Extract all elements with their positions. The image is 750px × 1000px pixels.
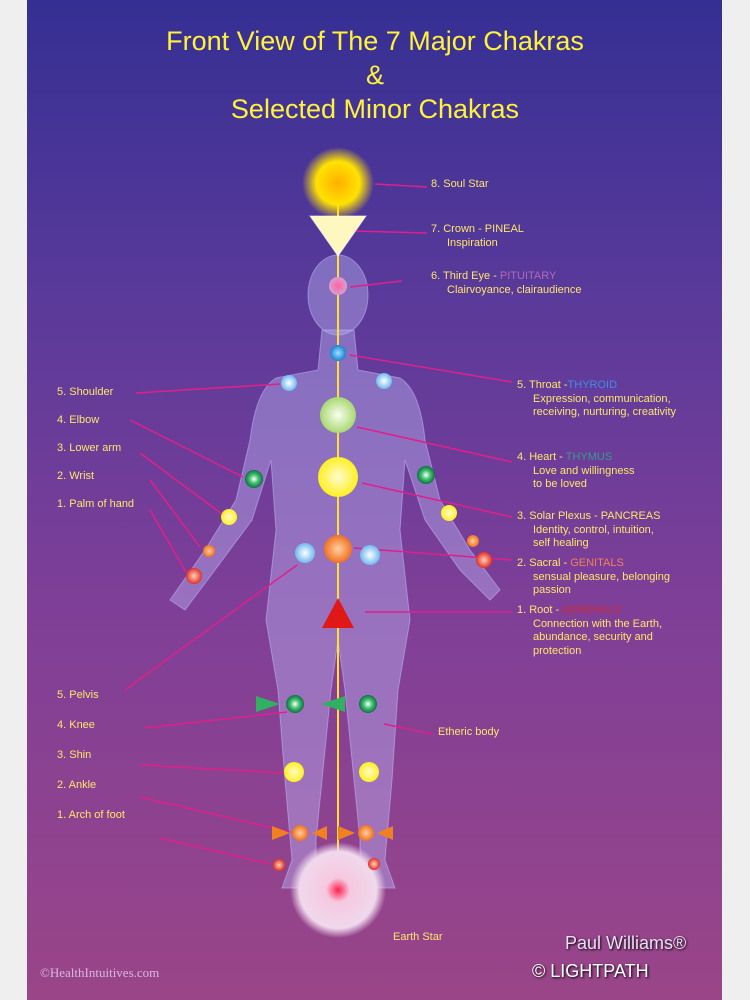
gland-name: PINEAL: [484, 223, 524, 235]
sacral-chakra: [324, 535, 352, 563]
chakra-description: Love and willingness: [533, 464, 635, 477]
poster: [27, 0, 722, 1000]
chakra-description: sensual pleasure, belonging: [533, 570, 670, 583]
chakra-description: Expression, communication,: [533, 392, 671, 405]
gland-name: PITUITARY: [499, 270, 557, 282]
minor-label-lower-arm: 3. Lower arm: [57, 442, 122, 454]
earth-star-label: Earth Star: [393, 931, 443, 943]
chakra-name: 1. Root -: [517, 604, 562, 616]
chakra-description: receiving, nurturing, creativity: [533, 406, 677, 418]
gland-name: PANCREAS: [600, 510, 661, 522]
chakra-description: Identity, control, intuition,: [533, 523, 654, 536]
chakra-description: to be loved: [533, 478, 587, 490]
chakra-description: protection: [533, 644, 582, 657]
chakra-description: abundance, security and: [533, 631, 653, 643]
gland-name: GENITALS: [570, 557, 624, 569]
minor-label-arch-of-foot: 1. Arch of foot: [57, 809, 125, 821]
gland-name: ADRENALS: [561, 604, 621, 616]
chakra-name: 4. Heart -: [517, 451, 566, 463]
title-line-1: Front View of The 7 Major Chakras: [166, 26, 584, 56]
chakra-name: 7. Crown -: [431, 223, 485, 235]
chakra-description: passion: [533, 584, 571, 596]
heart-chakra: [320, 397, 356, 433]
health-intuitives-logo: ©HealthIntuitives.com: [40, 965, 160, 980]
chakra-description: Inspiration: [447, 236, 498, 249]
chakra-name: 8. Soul Star: [431, 178, 489, 190]
title-line-2: &: [365, 60, 384, 90]
throat-chakra: [330, 345, 346, 361]
minor-label-knee: 4. Knee: [57, 719, 95, 731]
paul-williams-watermark: Paul Williams®: [565, 933, 687, 953]
major-chakra-label: 8. Soul Star: [431, 178, 488, 192]
chakra-name: 6. Third Eye -: [431, 270, 500, 282]
etheric-body-label: Etheric body: [438, 726, 500, 738]
minor-label-wrist: 2. Wrist: [57, 470, 95, 482]
minor-label-shin: 3. Shin: [57, 749, 92, 761]
minor-label-shoulder: 5. Shoulder: [57, 386, 114, 398]
gland-name: THYROID: [567, 379, 618, 391]
pointer-lines: [124, 183, 513, 865]
solar-plexus-chakra: [318, 457, 358, 497]
chakra-description: Clairvoyance, clairaudience: [447, 283, 582, 296]
third-eye-chakra: [329, 277, 347, 295]
gland-name: THYMUS: [565, 451, 613, 463]
minor-label-pelvis: 5. Pelvis: [57, 689, 99, 701]
chakra-description: self healing: [533, 537, 589, 549]
title-line-3: Selected Minor Chakras: [230, 94, 520, 124]
minor-chakras: [186, 373, 492, 871]
chakra-name: 3. Solar Plexus -: [517, 510, 601, 522]
minor-label-elbow: 4. Elbow: [57, 414, 100, 426]
crown-chakra-funnel: [309, 215, 367, 257]
soul-star-chakra: [302, 147, 374, 219]
earth-star-chakra: [290, 842, 386, 938]
chakra-name: 2. Sacral -: [517, 557, 571, 569]
minor-label-ankle: 2. Ankle: [57, 779, 97, 791]
root-chakra-triangle: [322, 598, 354, 628]
minor-label-palm: 1. Palm of hand: [57, 498, 135, 510]
chakra-description: Connection with the Earth,: [533, 617, 663, 630]
lightpath-watermark: © LIGHTPATH: [532, 961, 649, 981]
chakra-name: 5. Throat -: [517, 379, 568, 391]
